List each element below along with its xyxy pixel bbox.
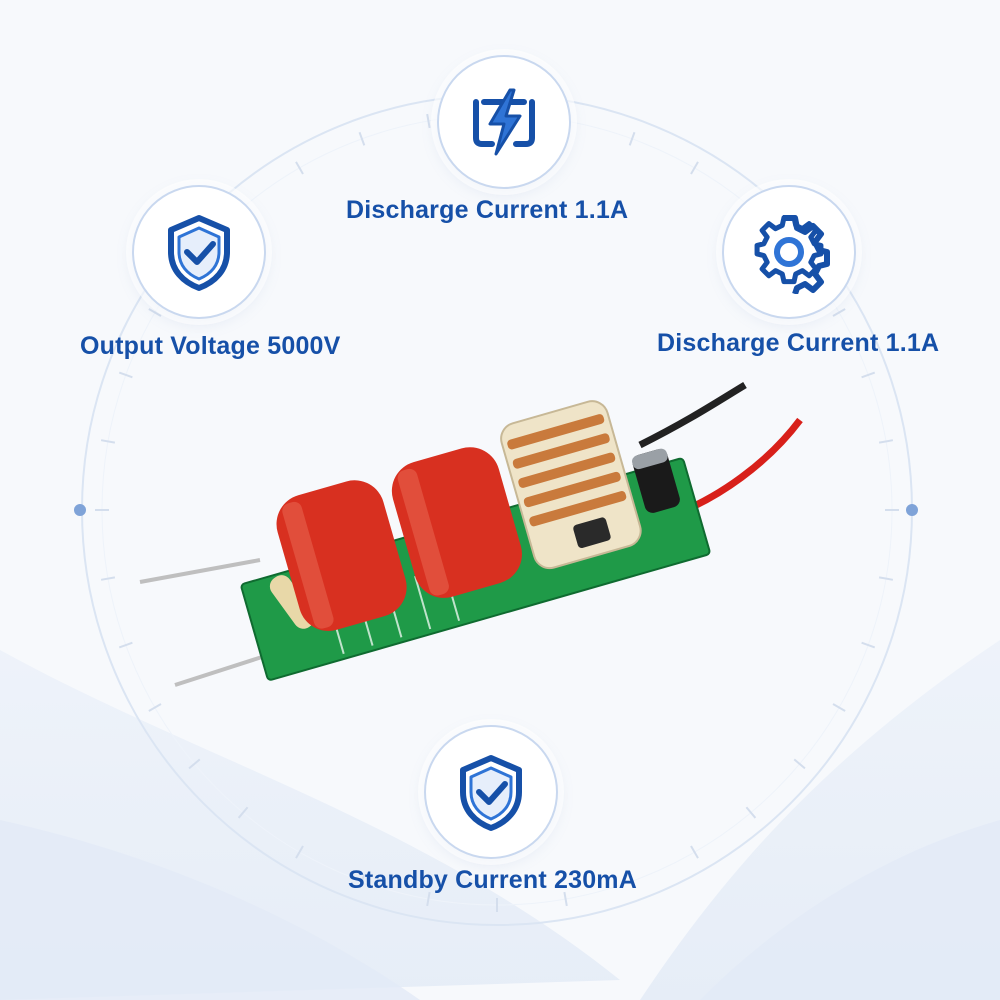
dial-tick bbox=[148, 703, 162, 712]
dial-tick bbox=[628, 131, 636, 146]
feature-icon-circle-bottom bbox=[424, 725, 558, 859]
dial-tick bbox=[690, 845, 699, 859]
shield-check-icon bbox=[168, 215, 230, 291]
feature-icon-circle-left bbox=[132, 185, 266, 319]
dial-tick bbox=[861, 371, 876, 379]
feature-icon-circle-top bbox=[437, 55, 571, 189]
dial-tick bbox=[295, 845, 304, 859]
feature-label-bottom: Standby Current 230mA bbox=[348, 866, 637, 894]
dial-tick bbox=[118, 371, 133, 379]
dial-tick bbox=[745, 806, 757, 819]
dial-tick bbox=[878, 576, 894, 581]
dial-tick bbox=[188, 758, 201, 770]
dial-tick bbox=[793, 758, 806, 770]
dial-tick bbox=[426, 891, 431, 907]
lightning-icon bbox=[473, 88, 535, 156]
dial-left-dot bbox=[74, 504, 86, 516]
dial-tick bbox=[358, 131, 366, 146]
dial-tick bbox=[628, 874, 636, 889]
dial-tick bbox=[295, 161, 304, 175]
shield-check-icon bbox=[460, 755, 522, 831]
dial-tick bbox=[100, 439, 116, 444]
dial-tick bbox=[118, 641, 133, 649]
dial-tick bbox=[358, 874, 366, 889]
feature-label-right: Discharge Current 1.1A bbox=[657, 329, 940, 357]
dial-tick bbox=[832, 308, 846, 317]
dial-tick bbox=[690, 161, 699, 175]
dial-right-dot bbox=[906, 504, 918, 516]
dial-tick bbox=[426, 113, 431, 129]
dial-tick bbox=[861, 641, 876, 649]
dial-tick bbox=[148, 308, 162, 317]
feature-label-top: Discharge Current 1.1A bbox=[346, 196, 629, 224]
feature-label-left: Output Voltage 5000V bbox=[80, 332, 341, 360]
feature-icon-circle-right bbox=[722, 185, 856, 319]
dial-tick bbox=[237, 806, 249, 819]
dial-tick bbox=[563, 891, 568, 907]
dial-tick bbox=[100, 576, 116, 581]
gear-icon bbox=[754, 215, 830, 294]
dial-tick bbox=[832, 703, 846, 712]
dial-tick bbox=[878, 439, 894, 444]
